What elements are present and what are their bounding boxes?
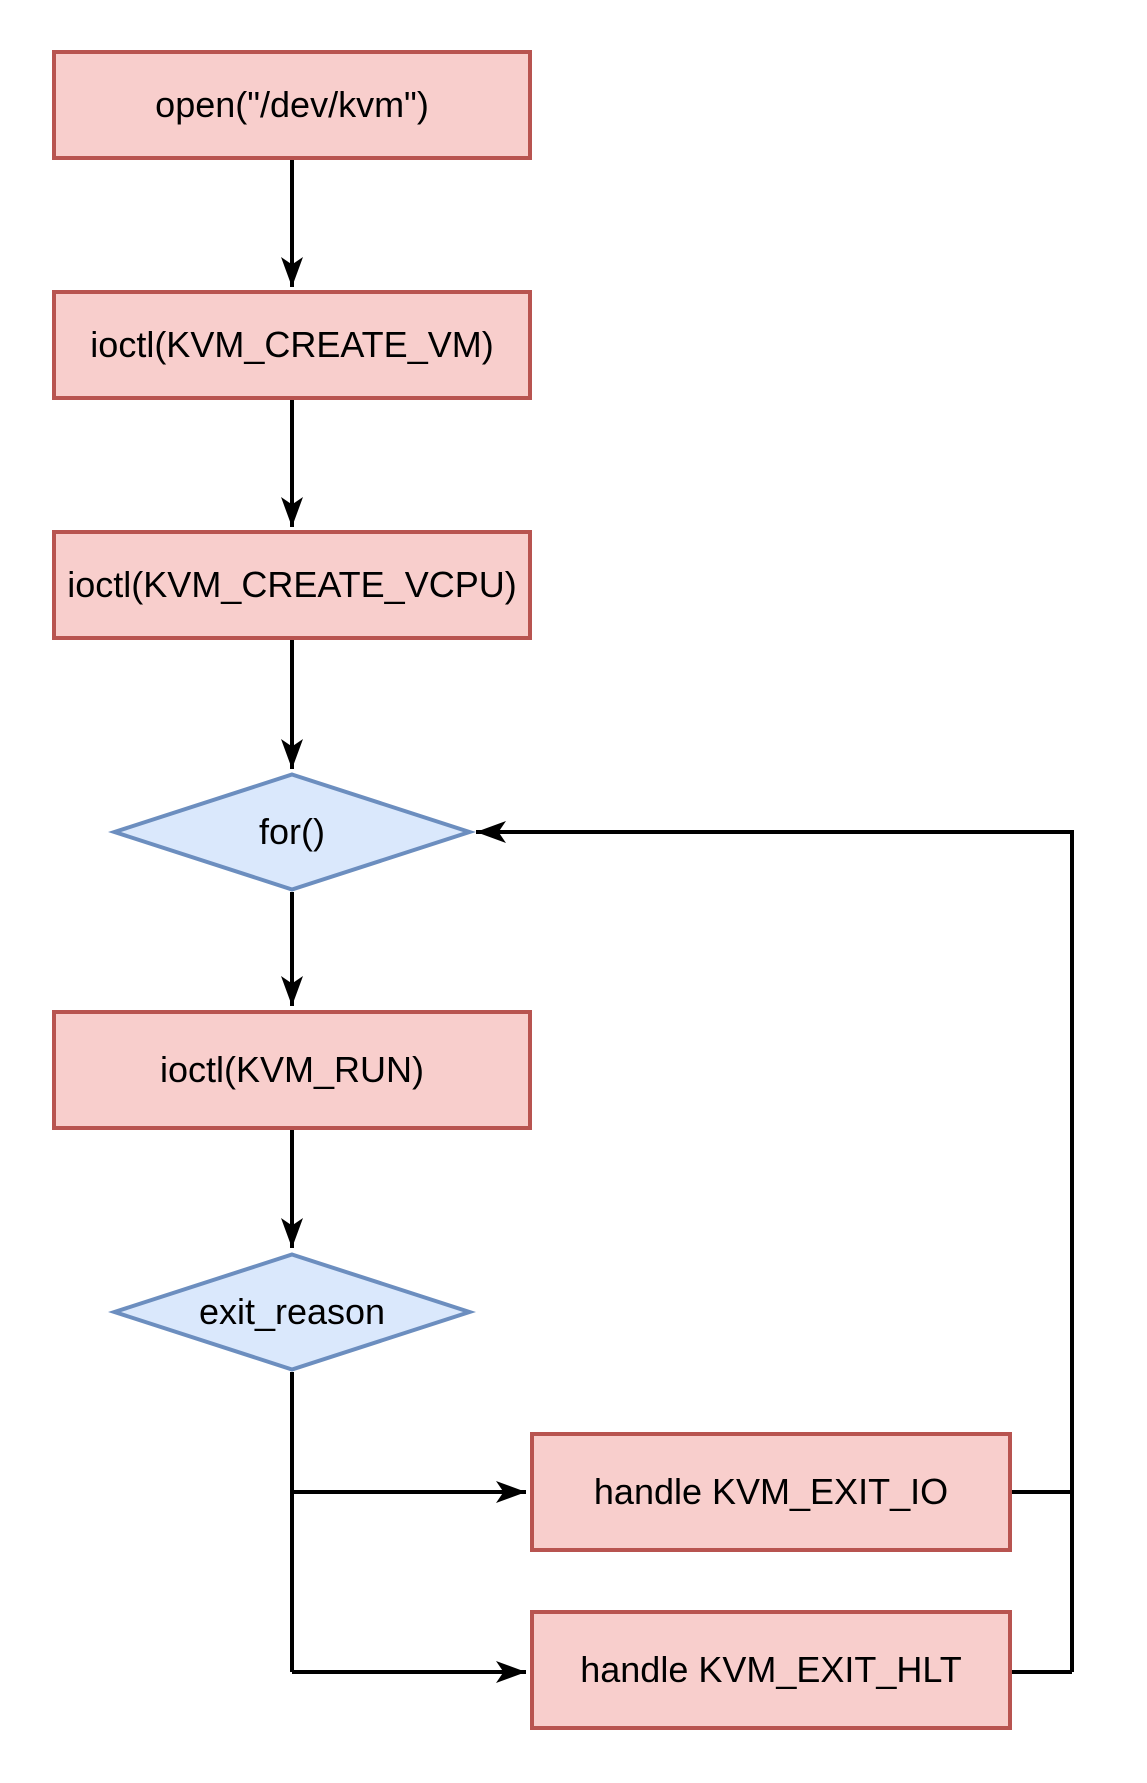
node-exit-reason-label: exit_reason xyxy=(198,1291,386,1333)
node-for-loop-label: for() xyxy=(259,811,325,853)
diamond-shape xyxy=(108,1252,476,1372)
node-open-dev-kvm: open("/dev/kvm") xyxy=(52,50,532,160)
node-handle-kvm-exit-io-label: handle KVM_EXIT_IO xyxy=(593,1471,949,1513)
node-handle-kvm-exit-hlt: handle KVM_EXIT_HLT xyxy=(530,1610,1012,1730)
node-ioctl-kvm-create-vcpu: ioctl(KVM_CREATE_VCPU) xyxy=(52,530,532,640)
node-exit-reason: exit_reason xyxy=(108,1252,476,1372)
diamond-shape xyxy=(108,772,476,892)
node-ioctl-kvm-run: ioctl(KVM_RUN) xyxy=(52,1010,532,1130)
node-ioctl-kvm-create-vm-label: ioctl(KVM_CREATE_VM) xyxy=(90,324,494,366)
node-ioctl-kvm-create-vm: ioctl(KVM_CREATE_VM) xyxy=(52,290,532,400)
node-for-loop: for() xyxy=(108,772,476,892)
arrow-loopback-to-for xyxy=(476,821,1074,1672)
node-open-dev-kvm-label: open("/dev/kvm") xyxy=(155,84,429,126)
node-handle-kvm-exit-io: handle KVM_EXIT_IO xyxy=(530,1432,1012,1552)
node-handle-kvm-exit-hlt-label: handle KVM_EXIT_HLT xyxy=(580,1649,962,1691)
node-ioctl-kvm-create-vcpu-label: ioctl(KVM_CREATE_VCPU) xyxy=(67,564,517,606)
node-ioctl-kvm-run-label: ioctl(KVM_RUN) xyxy=(159,1049,425,1091)
